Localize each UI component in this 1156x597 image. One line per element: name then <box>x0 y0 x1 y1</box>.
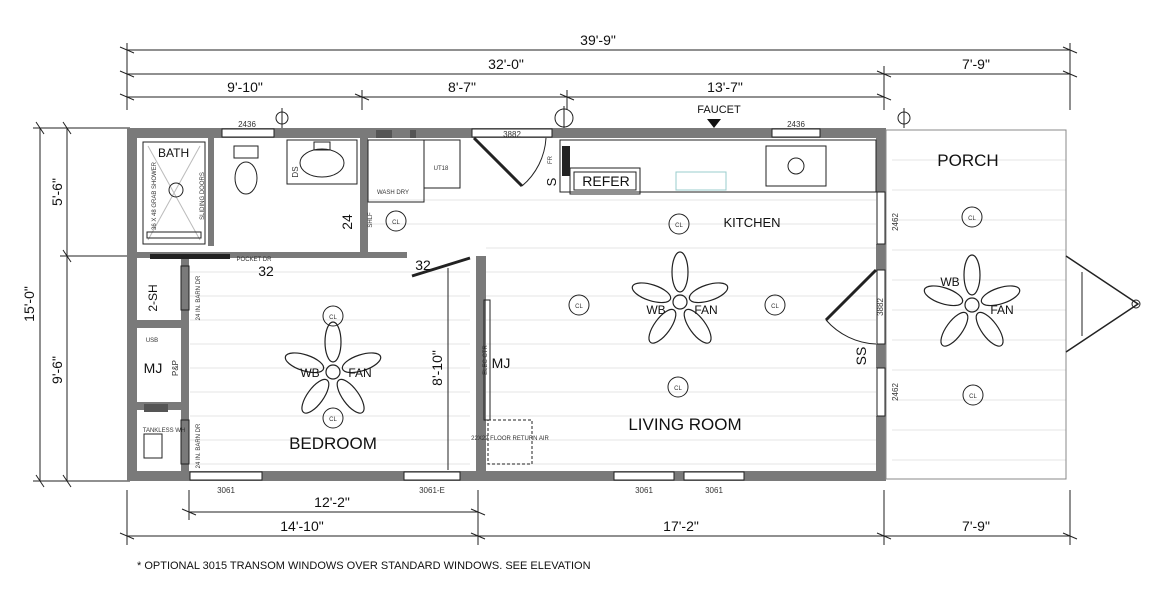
dim-body-length: 32'-0" <box>488 56 524 72</box>
fr-label: FR <box>548 155 554 164</box>
entry-door-top <box>472 136 547 188</box>
room-label-bath: BATH <box>158 146 189 160</box>
dim-hall-24: 24 <box>339 214 355 230</box>
vanity-sink <box>286 139 358 185</box>
window-2436-a: 2436 <box>238 120 256 129</box>
wb-label: WB <box>646 303 665 317</box>
cl-label: CL <box>575 304 583 310</box>
pocket-dr-label: POCKET DR <box>237 257 273 263</box>
fan-label: FAN <box>348 366 371 380</box>
window-openings <box>189 128 886 481</box>
ds-label: DS <box>291 166 300 177</box>
pp-label: P&P <box>171 360 180 376</box>
barn-dr-label-lower: 24 IN. BARN DR <box>196 423 202 468</box>
sliding-doors-label: SLIDING DOORS <box>200 172 206 220</box>
cl-label: CL <box>969 394 977 400</box>
door-3882-top: 3882 <box>503 130 521 139</box>
dim-porch-top: 7'-9" <box>962 56 990 72</box>
dim-seg-bath: 9'-10" <box>227 79 263 95</box>
bedroom-door <box>411 256 471 278</box>
refrigerator-label: REFER <box>582 173 629 189</box>
floor-return-vent <box>487 419 533 465</box>
window-3061-e: 3061-E <box>419 486 445 495</box>
closet-label-2sh: 2-SH <box>146 284 160 311</box>
dim-height-upper: 5'-6" <box>49 178 65 206</box>
bath-shower <box>142 141 206 245</box>
cl-label: CL <box>674 386 682 392</box>
closet-label-mj: MJ <box>144 360 163 376</box>
porch-outline <box>885 129 1141 480</box>
closet-doors <box>143 265 491 465</box>
elec-label: ELEC CTR <box>483 344 489 374</box>
dim-bottom-living: 17'-2" <box>663 518 699 534</box>
window-2462-a: 2462 <box>891 213 900 231</box>
window-2462-b: 2462 <box>891 383 900 401</box>
toilet <box>233 145 259 195</box>
dim-bottom-bedroom-inner: 12'-2" <box>314 494 350 510</box>
dim-bedroom-depth: 8'-10" <box>429 350 445 386</box>
shlf-label: SHLF <box>368 212 374 228</box>
pocket-door <box>150 254 230 259</box>
usb-label: USB <box>146 338 158 344</box>
window-2436-b: 2436 <box>787 120 805 129</box>
footnote: * OPTIONAL 3015 TRANSOM WINDOWS OVER STA… <box>137 560 591 572</box>
cl-label: CL <box>675 223 683 229</box>
ceiling-lights <box>322 206 984 429</box>
wb-label: WB <box>300 366 319 380</box>
dim-height-lower: 9'-6" <box>49 356 65 384</box>
s-label: S <box>544 177 559 186</box>
faucet-label: FAUCET <box>697 104 741 116</box>
room-label-bedroom: BEDROOM <box>289 434 377 453</box>
cl-label: CL <box>392 220 400 226</box>
cl-label: CL <box>771 304 779 310</box>
room-label-kitchen: KITCHEN <box>723 215 780 230</box>
dim-porch-bottom: 7'-9" <box>962 518 990 534</box>
kitchen-counter <box>559 139 877 193</box>
barn-dr-label-upper: 24 IN. BARN DR <box>196 275 202 320</box>
wash-dry-label: WASH DRY <box>377 190 409 196</box>
room-label-living: LIVING ROOM <box>628 415 741 434</box>
dim-pocket-32: 32 <box>258 263 274 279</box>
floor-return-label: 22X22 FLOOR RETURN AIR <box>471 436 549 442</box>
floor-lines <box>190 159 1066 465</box>
door-3882-side: 3882 <box>876 298 885 316</box>
outlet-symbols <box>275 106 911 128</box>
tankless-label: TANKLESS WH <box>143 428 186 434</box>
cl-label: CL <box>968 216 976 222</box>
wb-label: WB <box>940 275 959 289</box>
ceiling-fan-living <box>631 251 729 344</box>
fan-label: FAN <box>694 303 717 317</box>
living-label-mj: MJ <box>492 355 511 371</box>
fan-label: FAN <box>990 303 1013 317</box>
shower-label: 36 X 48 GRAB SHOWER <box>152 161 158 230</box>
dim-bottom-bedroom: 14'-10" <box>280 518 323 534</box>
refrigerator <box>562 146 641 195</box>
dimension-lines <box>33 43 1078 545</box>
washer-dryer <box>367 130 461 203</box>
dim-seg-kitchen: 13'-7" <box>707 79 743 95</box>
faucet-marker <box>707 119 721 128</box>
ceiling-fan-bedroom <box>284 321 382 414</box>
dim-overall-length: 39'-9" <box>580 32 616 48</box>
dim-seg-mid: 8'-7" <box>448 79 476 95</box>
window-3061-c: 3061 <box>705 486 723 495</box>
cl-label: CL <box>329 315 337 321</box>
window-3061-b: 3061 <box>635 486 653 495</box>
side-door <box>824 268 878 345</box>
window-3061-a: 3061 <box>217 486 235 495</box>
dim-height-total: 15'-0" <box>21 286 37 322</box>
room-label-porch: PORCH <box>937 151 998 170</box>
ceiling-fan-porch <box>923 254 1021 347</box>
ss-label: SS <box>853 347 869 366</box>
ut18-label: UT18 <box>434 166 449 172</box>
cl-label: CL <box>329 417 337 423</box>
dim-door-32: 32 <box>415 257 431 273</box>
